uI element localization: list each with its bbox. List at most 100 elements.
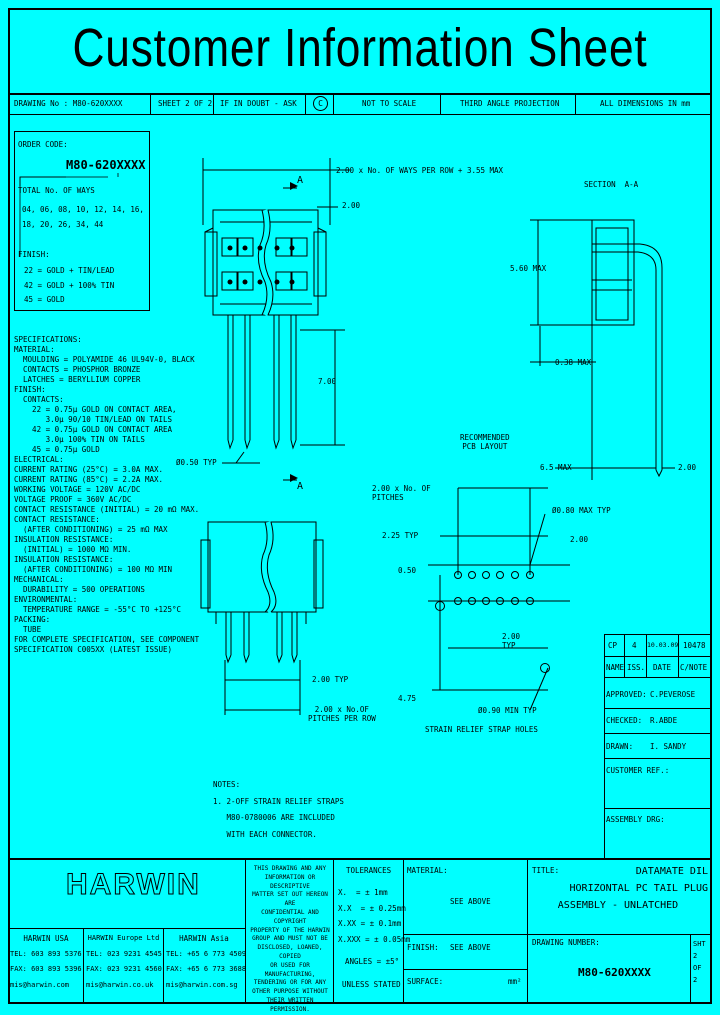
approvals-divider <box>604 733 712 734</box>
spec-line: 3.0μ 90/10 TIN/LEAD ON TAILS <box>14 415 173 424</box>
sheet-border <box>8 8 712 1004</box>
spec-line: INSULATION RESISTANCE: <box>14 555 114 564</box>
title-label: TITLE: <box>532 866 560 875</box>
drawing-number: M80-620XXXX <box>578 966 651 979</box>
spec-line: 45 = 0.75μ GOLD <box>14 445 100 454</box>
dim-top-width: 2.00 x No. OF WAYS PER ROW + 3.55 MAX <box>336 166 504 175</box>
spec-line: FINISH: <box>14 385 46 394</box>
asia-office-fax: FAX: +65 6 773 3688 <box>166 965 247 973</box>
tolerance-xxxx: X.XXX = ± 0.05mm <box>338 935 411 944</box>
footer-sep <box>527 858 528 1004</box>
order-code-box <box>14 131 150 311</box>
dim-038-max: 0.38 MAX <box>555 358 592 367</box>
europe-office-fax: FAX: 023 9231 4560 <box>86 965 162 973</box>
approvals-border <box>604 678 605 858</box>
section-label: SECTION A-A <box>584 180 639 189</box>
header-sep <box>575 93 576 114</box>
dim-560-max: 5.60 MAX <box>510 264 547 273</box>
spec-line: 42 = 0.75μ GOLD ON CONTACT AREA <box>14 425 173 434</box>
spec-line: TEMPERATURE RANGE = -55°C TO +125°C <box>14 605 182 614</box>
spec-line: WORKING VOLTAGE = 120V AC/DC <box>14 485 141 494</box>
usa-office-fax: FAX: 603 893 5396 <box>10 965 82 973</box>
spec-line: SPECIFICATION C005XX (LATEST ISSUE) <box>14 645 173 654</box>
if-in-doubt: IF IN DOUBT - ASK <box>220 99 297 108</box>
spec-line: 3.0μ 100% TIN ON TAILS <box>14 435 145 444</box>
unless-stated: UNLESS STATED <box>342 980 401 989</box>
revision-divider <box>604 656 712 657</box>
dim-200-typ-pcb: 2.00 TYP <box>502 632 521 650</box>
spec-line: (AFTER CONDITIONING) = 100 MΩ MIN <box>14 565 173 574</box>
spec-line: LATCHES = BERYLLIUM COPPER <box>14 375 141 384</box>
ways-values-1: 04, 06, 08, 10, 12, 14, 16, <box>22 205 144 214</box>
recommended-pcb-layout: RECOMMENDED PCB LAYOUT <box>460 433 510 451</box>
dim-200-right: 2.00 <box>678 463 697 472</box>
approvals-divider <box>604 808 712 809</box>
specifications-list: SPECIFICATIONS:MATERIAL: MOULDING = POLY… <box>14 335 199 655</box>
dim-pin-dia: Ø0.50 TYP <box>176 458 217 467</box>
spec-line: (INITIAL) = 1000 MΩ MIN. <box>14 545 132 554</box>
dim-225-typ: 2.25 TYP <box>382 531 419 540</box>
title-line-2: HORIZONTAL PC TAIL PLUG <box>569 883 708 894</box>
spec-line: MATERIAL: <box>14 345 55 354</box>
projection-note: THIRD ANGLE PROJECTION <box>460 99 560 108</box>
dim-050: 0.50 <box>398 566 417 575</box>
notes-line-2: M80-0780006 ARE INCLUDED <box>213 813 335 822</box>
header-sep <box>305 93 306 114</box>
asia-office-name: HARWIN Asia <box>179 934 229 943</box>
footer-divider <box>8 858 712 860</box>
footer-sep <box>403 858 404 1004</box>
spec-line: CONTACT RESISTANCE (INITIAL) = 20 mΩ MAX… <box>14 505 200 514</box>
sheet-number: SHEET 2 OF 2 <box>158 99 213 108</box>
notes-line-3: WITH EACH CONNECTOR. <box>213 830 317 839</box>
dim-pitch-top: 2.00 <box>342 201 361 210</box>
finish-footer-label: FINISH: <box>407 943 439 952</box>
spec-line: 22 = 0.75μ GOLD ON CONTACT AREA, <box>14 405 177 414</box>
usa-office-tel: TEL: 603 893 5376 <box>10 950 82 958</box>
approved-value: C.PEVEROSE <box>650 690 696 699</box>
dim-200-pcb: 2.00 <box>570 535 589 544</box>
revision-name: CP <box>608 641 618 650</box>
drawn-label: DRAWN: <box>606 742 634 751</box>
order-code-value: M80-620XXXX <box>66 158 146 172</box>
footer-divider <box>8 928 245 929</box>
revision-sep <box>678 634 679 678</box>
revision-date: 10.03.09 <box>647 641 679 649</box>
footer-sep <box>333 858 334 1004</box>
copyright-icon: C <box>313 96 328 111</box>
tolerance-xx: X.X = ± 0.25mm <box>338 904 406 913</box>
confidentiality-notice: THIS DRAWING AND ANY INFORMATION OR DESC… <box>250 865 330 1013</box>
drawing-number-label: DRAWING NUMBER: <box>532 938 600 947</box>
spec-line: CONTACT RESISTANCE: <box>14 515 100 524</box>
usa-office-email[interactable]: mis@harwin.com <box>10 981 70 989</box>
spec-line: PACKING: <box>14 615 51 624</box>
revision-issue: 4 <box>632 641 637 650</box>
revision-cnote: 10478 <box>683 641 706 650</box>
dim-hole-dia: Ø0.80 MAX TYP <box>552 506 611 515</box>
notes-label: NOTES: <box>213 780 241 789</box>
finish-value-22: 22 = GOLD + TIN/LEAD <box>24 266 115 275</box>
spec-line: MECHANICAL: <box>14 575 64 584</box>
tolerances-label: TOLERANCES <box>346 866 392 875</box>
tolerance-xxx: X.XX = ± 0.1mm <box>338 919 402 928</box>
asia-office-email[interactable]: mis@harwin.com.sg <box>166 981 238 989</box>
material-value: SEE ABOVE <box>450 897 491 906</box>
finish-value-45: 45 = GOLD <box>24 295 65 304</box>
header-sep <box>333 93 334 114</box>
spec-line: FOR COMPLETE SPECIFICATION, SEE COMPONEN… <box>14 635 200 644</box>
footer-sep <box>163 928 164 1004</box>
angles-tolerance: ANGLES = ±5° <box>345 957 400 966</box>
order-code-label: ORDER CODE: <box>18 140 68 149</box>
footer-sep <box>83 928 84 1004</box>
dim-tail-length: 7.00 <box>318 377 337 386</box>
checked-value: R.ABDE <box>650 716 678 725</box>
notes-line-1: 1. 2-OFF STRAIN RELIEF STRAPS <box>213 797 344 806</box>
europe-office-email[interactable]: mis@harwin.co.uk <box>86 981 154 989</box>
header-sep <box>440 93 441 114</box>
spec-line: MOULDING = POLYAMIDE 46 UL94V-0, BLACK <box>14 355 195 364</box>
approved-label: APPROVED: <box>606 690 647 699</box>
footer-divider <box>403 934 712 935</box>
dimensions-note: ALL DIMENSIONS IN mm <box>600 99 691 108</box>
europe-office-name: HARWIN Europe Ltd <box>87 934 160 942</box>
spec-line: DURABILITY = 500 OPERATIONS <box>14 585 145 594</box>
